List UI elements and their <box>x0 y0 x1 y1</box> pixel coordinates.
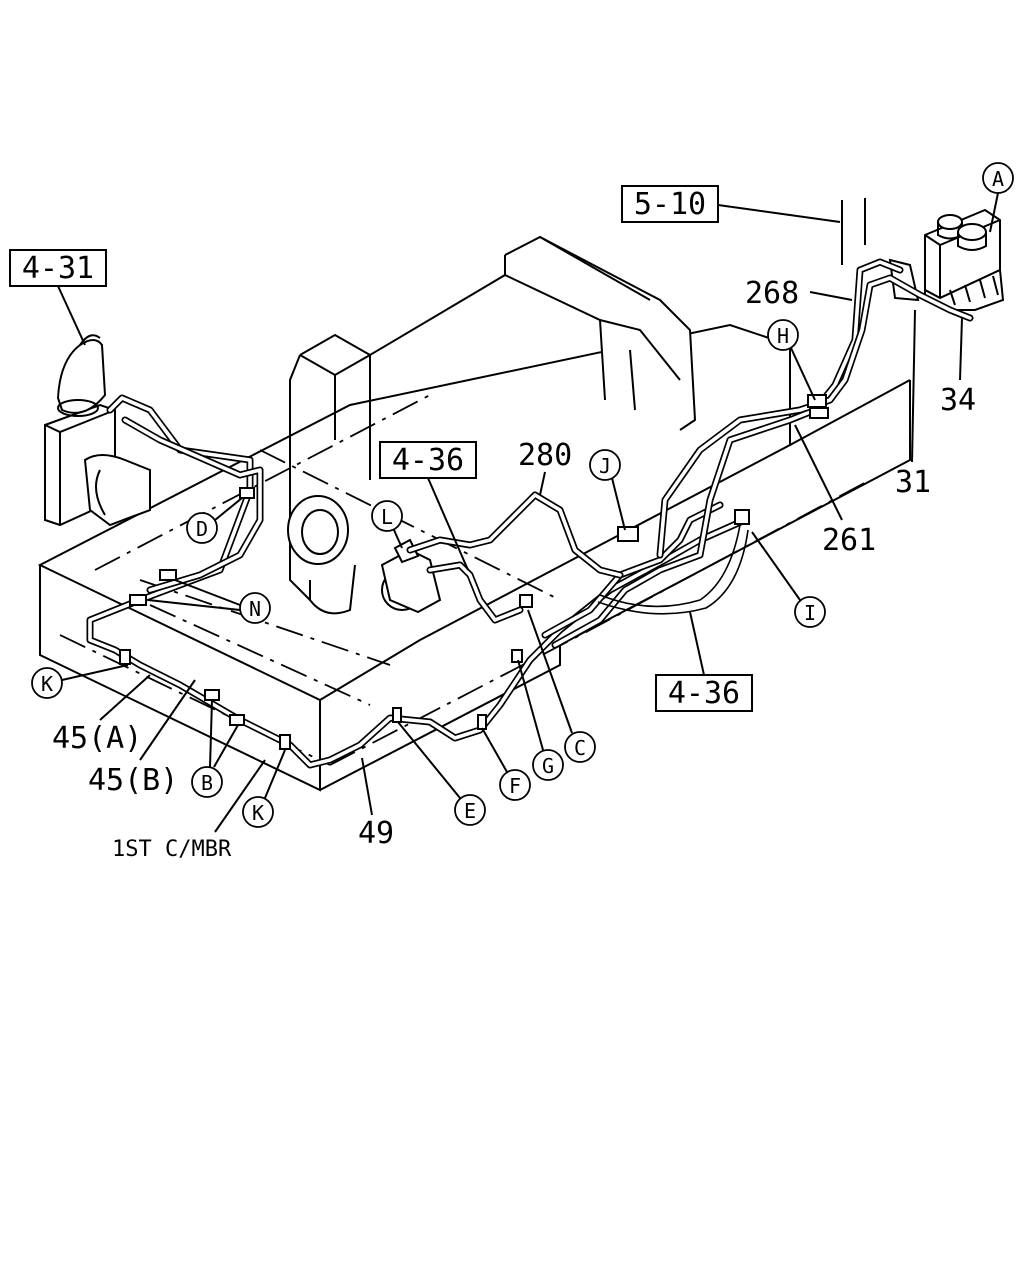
crossmember-note: 1ST C/MBR <box>112 837 232 862</box>
ref-label-4-31: 4-31 <box>22 251 94 286</box>
part-268-label: 268 <box>745 276 799 311</box>
svg-text:K: K <box>252 801 264 825</box>
ref-box-4-36-lower: 4-36 <box>655 611 753 712</box>
callout-b: B <box>191 699 239 798</box>
svg-text:D: D <box>196 517 208 541</box>
ref-label-4-36-upper: 4-36 <box>392 443 464 478</box>
part-45b-label: 45(B) <box>88 763 178 798</box>
callout-l: L <box>371 500 403 549</box>
svg-text:A: A <box>992 167 1004 191</box>
part-34-label: 34 <box>940 383 976 418</box>
callouts: A H J L D N I <box>31 162 1014 828</box>
frame-outline <box>37 323 911 792</box>
svg-text:H: H <box>777 324 789 348</box>
clips <box>119 394 829 750</box>
callout-d: D <box>186 497 243 544</box>
part-number-labels: 268 34 31 261 280 45(A) 45(B) 49 1ST C/M… <box>52 276 976 862</box>
svg-text:C: C <box>574 736 586 760</box>
callout-n: N <box>147 579 271 624</box>
engine-block <box>259 235 697 615</box>
ref-box-4-31: 4-31 <box>9 249 107 346</box>
ref-box-5-10: 5-10 <box>621 185 866 265</box>
svg-text:N: N <box>249 597 261 621</box>
callout-k-left: K <box>31 664 129 699</box>
svg-text:B: B <box>201 771 213 795</box>
callout-f: F <box>481 727 531 801</box>
part-45a-label: 45(A) <box>52 721 142 756</box>
ref-label-5-10: 5-10 <box>634 187 706 222</box>
svg-text:I: I <box>804 601 816 625</box>
svg-text:G: G <box>542 754 554 778</box>
svg-text:E: E <box>464 799 476 823</box>
callout-i: I <box>751 531 826 628</box>
callout-k-bottom: K <box>242 749 286 828</box>
svg-text:J: J <box>599 454 611 478</box>
callout-g: G <box>517 659 564 781</box>
hydraulic-unit <box>888 208 1005 311</box>
callout-c: C <box>527 609 596 763</box>
callout-h: H <box>767 319 816 401</box>
svg-text:K: K <box>41 672 53 696</box>
ref-label-4-36-lower: 4-36 <box>668 676 740 711</box>
callout-a: A <box>982 162 1014 233</box>
svg-text:L: L <box>381 505 393 529</box>
ref-box-4-36-upper: 4-36 <box>379 441 477 571</box>
part-49-label: 49 <box>358 816 394 851</box>
master-cylinder <box>44 334 151 527</box>
callout-e: E <box>397 721 486 826</box>
brake-pipes <box>86 258 974 769</box>
callout-j: J <box>589 449 626 531</box>
part-280-label: 280 <box>518 438 572 473</box>
part-31-label: 31 <box>895 465 931 500</box>
svg-text:F: F <box>509 774 521 798</box>
part-261-label: 261 <box>822 523 876 558</box>
